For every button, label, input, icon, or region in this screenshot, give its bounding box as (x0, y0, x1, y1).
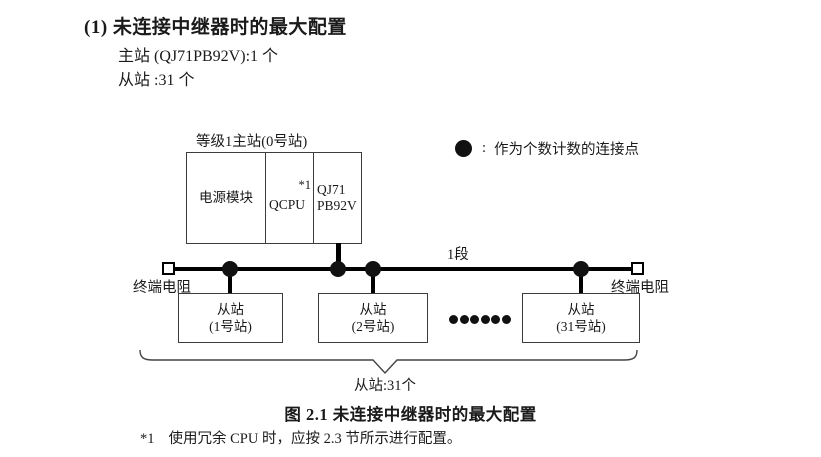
terminating-resistor-icon (162, 262, 175, 275)
connection-point-icon (365, 261, 381, 277)
slave31-drop-line (579, 269, 583, 295)
legend-separator: : (482, 140, 487, 156)
pb92v-module-cell: QJ71 PB92V (314, 153, 361, 243)
master-station-box: 电源模块 *1 QCPU QJ71 PB92V (186, 152, 362, 244)
pb92v-label-line2: PB92V (317, 198, 357, 213)
terminating-resistor-icon (631, 262, 644, 275)
footnote: *1 使用冗余 CPU 时，应按 2.3 节所示进行配置。 (140, 427, 461, 448)
footnote-text: 使用冗余 CPU 时，应按 2.3 节所示进行配置。 (168, 431, 462, 447)
slave-station-box-2: 从站 (2号站) (318, 293, 428, 343)
section-heading: (1) 未连接中继器时的最大配置 (84, 17, 347, 38)
slave-station-box-1: 从站 (1号站) (178, 293, 283, 343)
qcpu-footnote-marker: *1 (298, 178, 312, 192)
slave-station-box-31: 从站 (31号站) (522, 293, 640, 343)
master-station-label: 等级1主站(0号站) (196, 134, 308, 150)
footnote-marker: *1 (140, 431, 155, 447)
power-module-cell: 电源模块 (187, 153, 266, 243)
bus-segment-line (170, 267, 637, 271)
legend-text: 作为个数计数的连接点 (494, 142, 640, 158)
master-count-text: 主站 (QJ71PB92V):1 个 (118, 48, 279, 65)
underbrace (139, 349, 638, 375)
slave1-line1: 从站 (217, 302, 244, 317)
slave31-line2: (31号站) (556, 319, 606, 334)
slave1-line2: (1号站) (209, 319, 252, 334)
figure-caption: 图 2.1 未连接中继器时的最大配置 (284, 405, 537, 424)
slave-count-text: 从站 :31 个 (118, 72, 195, 89)
connection-point-icon (330, 261, 346, 277)
slave2-line1: 从站 (359, 302, 387, 317)
pb92v-label-line1: QJ71 (317, 182, 346, 197)
master-drop-line (336, 243, 341, 270)
qcpu-label: QCPU (269, 197, 306, 212)
terminator-left-label: 终端电阻 (133, 280, 191, 296)
slave31-line1: 从站 (567, 302, 595, 317)
qcpu-cell: *1 QCPU (266, 153, 314, 243)
connection-point-icon (455, 140, 472, 157)
connection-point-icon (573, 261, 589, 277)
segment-label: 1段 (447, 247, 469, 263)
slave-total-label: 从站:31个 (353, 378, 417, 394)
legend: : 作为个数计数的连接点 (455, 138, 639, 159)
ellipsis-dots (449, 315, 511, 324)
terminator-right-label: 终端电阻 (611, 280, 669, 296)
slave1-drop-line (228, 269, 232, 295)
connection-point-icon (222, 261, 238, 277)
slave2-line2: (2号站) (351, 319, 395, 334)
slave2-drop-line (371, 269, 375, 295)
